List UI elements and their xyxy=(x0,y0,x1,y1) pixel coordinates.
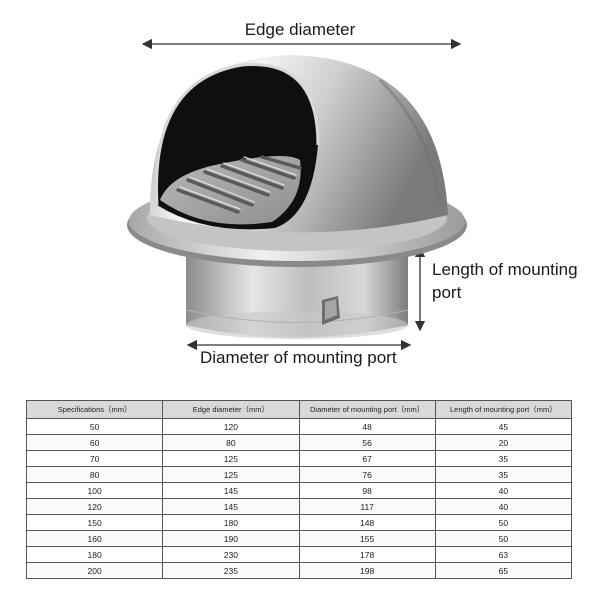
cell-diameter: 76 xyxy=(298,466,436,483)
cell-diameter: 178 xyxy=(298,546,436,563)
cell-diameter: 198 xyxy=(298,562,436,579)
edge-diameter-label: Edge diameter xyxy=(244,20,356,39)
table-row: 120 145 117 40 xyxy=(25,498,573,515)
cell-length: 50 xyxy=(434,530,573,547)
cell-spec: 60 xyxy=(25,434,164,451)
cell-spec: 100 xyxy=(25,482,164,499)
table-row: 80 125 76 35 xyxy=(25,466,573,483)
cell-edge: 235 xyxy=(162,562,300,579)
cell-spec: 70 xyxy=(25,450,164,467)
cell-edge: 190 xyxy=(162,530,300,547)
cell-length: 35 xyxy=(434,466,573,483)
cell-spec: 180 xyxy=(25,546,164,563)
table-row: 160 190 155 50 xyxy=(25,530,573,547)
cell-spec: 120 xyxy=(25,498,164,515)
cell-diameter: 98 xyxy=(298,482,436,499)
cell-diameter: 148 xyxy=(298,514,436,531)
cell-spec: 150 xyxy=(25,514,164,531)
table-row: 70 125 67 35 xyxy=(25,450,573,467)
cell-diameter: 67 xyxy=(298,450,436,467)
table-row: 150 180 148 50 xyxy=(25,514,573,531)
table-row: 180 230 178 63 xyxy=(25,546,573,563)
cell-diameter: 56 xyxy=(298,434,436,451)
cell-spec: 80 xyxy=(25,466,164,483)
table-row: 50 120 48 45 xyxy=(25,418,573,435)
length-of-mounting-port-label: Length of mounting port xyxy=(432,260,578,302)
table-header-row: Specifications（mm） Edge diameter（mm） Dia… xyxy=(25,400,573,419)
cell-spec: 200 xyxy=(25,562,164,579)
cell-diameter: 48 xyxy=(298,418,436,435)
cell-diameter: 117 xyxy=(298,498,436,515)
cell-length: 35 xyxy=(434,450,573,467)
cell-edge: 145 xyxy=(162,482,300,499)
cell-edge: 180 xyxy=(162,514,300,531)
cell-length: 40 xyxy=(434,498,573,515)
diameter-of-mounting-port-label: Diameter of mounting port xyxy=(200,348,397,367)
vent-cap-illustration xyxy=(127,38,467,351)
cell-spec: 160 xyxy=(25,530,164,547)
cell-edge: 120 xyxy=(162,418,300,435)
header-diameter-mounting-port: Diameter of mounting port（mm） xyxy=(298,400,436,419)
specification-table: Specifications（mm） Edge diameter（mm） Dia… xyxy=(25,400,573,579)
cell-spec: 50 xyxy=(25,418,164,435)
cell-length: 45 xyxy=(434,418,573,435)
table-row: 60 80 56 20 xyxy=(25,434,573,451)
table-row: 100 145 98 40 xyxy=(25,482,573,499)
header-edge-diameter: Edge diameter（mm） xyxy=(162,400,300,419)
cell-length: 50 xyxy=(434,514,573,531)
table-row: 200 235 198 65 xyxy=(25,562,573,579)
vent-opening xyxy=(155,62,320,230)
cell-edge: 125 xyxy=(162,466,300,483)
header-length-mounting-port: Length of mounting port（mm） xyxy=(434,400,573,419)
cell-edge: 230 xyxy=(162,546,300,563)
cell-edge: 80 xyxy=(162,434,300,451)
cell-edge: 145 xyxy=(162,498,300,515)
cell-length: 20 xyxy=(434,434,573,451)
cell-length: 40 xyxy=(434,482,573,499)
cell-length: 63 xyxy=(434,546,573,563)
product-figure: Edge diameter Length of mounting port Di… xyxy=(127,20,578,367)
cell-length: 65 xyxy=(434,562,573,579)
cell-diameter: 155 xyxy=(298,530,436,547)
header-specifications: Specifications（mm） xyxy=(25,400,164,419)
cell-edge: 125 xyxy=(162,450,300,467)
